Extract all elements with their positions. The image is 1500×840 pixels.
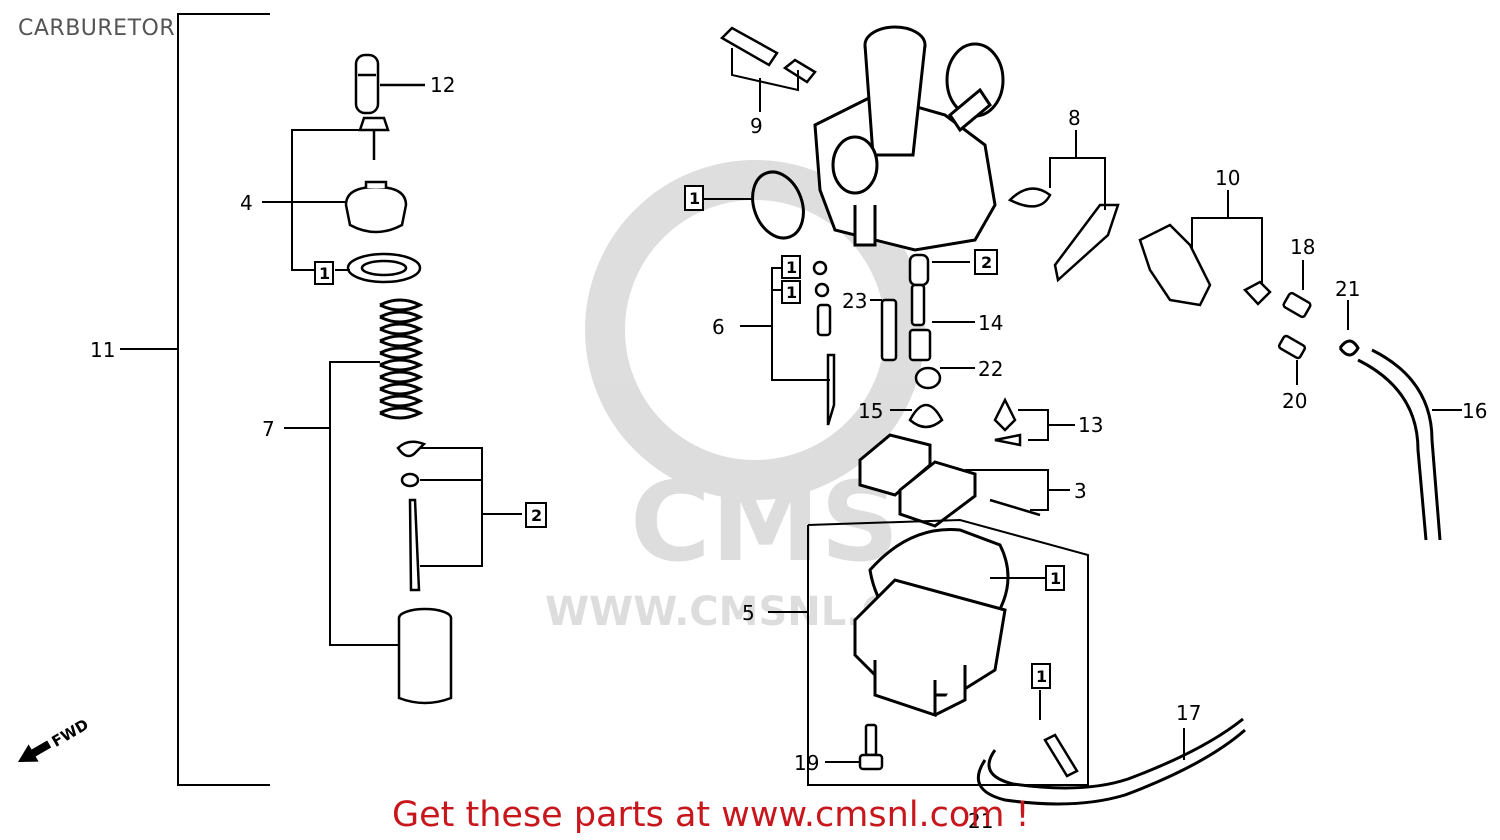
- callout-20: 20: [1282, 389, 1307, 413]
- callout-3: 3: [1074, 479, 1087, 503]
- part-7-spring: [379, 298, 424, 420]
- part-10-leaders: [1191, 190, 1263, 285]
- part-16-hose: [1338, 300, 1462, 541]
- callout-10: 10: [1215, 166, 1240, 190]
- part-19-screw: [825, 723, 1079, 778]
- part-13-valve: [993, 397, 1022, 447]
- boxed-ref-1e: 1: [1050, 569, 1061, 588]
- callout-8: 8: [1068, 106, 1081, 130]
- callout-11: 11: [90, 338, 115, 362]
- part-7-leaders: [284, 361, 522, 646]
- callout-5: 5: [742, 601, 755, 625]
- callout-15: 15: [858, 399, 883, 423]
- part-5-bracket: [768, 518, 1089, 786]
- part-3-floats: [858, 433, 1041, 528]
- boxed-ref-1d: 1: [786, 283, 797, 302]
- part-10-bracket: [1138, 223, 1272, 307]
- boxed-ref-2a: 2: [531, 506, 542, 525]
- callout-23: 23: [842, 289, 867, 313]
- boxed-ref-labels: 1 1 1 1 1 1 2 2: [319, 189, 1061, 686]
- boxed-ref-2b: 2: [981, 253, 992, 272]
- callout-9: 9: [750, 114, 763, 138]
- assembly-11-bracket: [120, 13, 270, 786]
- page-title: CARBURETOR: [18, 16, 176, 41]
- part-12-pin: [354, 53, 425, 115]
- part-17-tube: [976, 717, 1246, 806]
- jets-leaders: [740, 261, 975, 411]
- callout-19: 19: [794, 751, 819, 775]
- part-4-leaders: [262, 129, 360, 271]
- boxed-ref-1a: 1: [319, 264, 330, 283]
- part-18-20-screws: [1277, 260, 1312, 385]
- callout-18: 18: [1290, 235, 1315, 259]
- boxed-ref-1f: 1: [1036, 667, 1047, 686]
- carb-body: [813, 25, 1005, 252]
- callout-13: 13: [1078, 413, 1103, 437]
- part-5-float-bowl: [853, 528, 1010, 718]
- part-9-leaders: [731, 48, 799, 112]
- callout-labels: 12 4 11 7 9 8 10 18 21 20 16 6 23 14 22 …: [90, 73, 1487, 833]
- callout-21-bottom: 21: [968, 809, 993, 833]
- callout-7: 7: [262, 417, 275, 441]
- part-13-leaders: [1018, 409, 1075, 441]
- callout-21: 21: [1335, 277, 1360, 301]
- callout-4: 4: [240, 191, 253, 215]
- fwd-arrow-icon: FWD: [18, 715, 92, 762]
- boxed-refs: [314, 185, 1065, 689]
- o-ring: [702, 170, 805, 240]
- callout-22: 22: [978, 357, 1003, 381]
- boxed-ref-1c: 1: [786, 258, 797, 277]
- boxed-ref-1b: 1: [689, 189, 700, 208]
- callout-6: 6: [712, 315, 725, 339]
- callout-17: 17: [1176, 701, 1201, 725]
- callout-14: 14: [978, 311, 1003, 335]
- callout-16: 16: [1462, 399, 1487, 423]
- footer-link-text[interactable]: Get these parts at www.cmsnl.com !: [392, 795, 1030, 835]
- part-8-throttle: [1007, 187, 1120, 283]
- watermark-logo: CMS: [630, 458, 899, 586]
- part-3-leaders: [965, 469, 1070, 511]
- callout-12: 12: [430, 73, 455, 97]
- part-8-leaders: [1049, 130, 1106, 210]
- part-4-cap: [344, 116, 422, 284]
- part-9-screws: [719, 26, 817, 84]
- part-7-needle-slide: [396, 440, 453, 705]
- fwd-label: FWD: [49, 715, 92, 750]
- jets-group: [812, 253, 944, 429]
